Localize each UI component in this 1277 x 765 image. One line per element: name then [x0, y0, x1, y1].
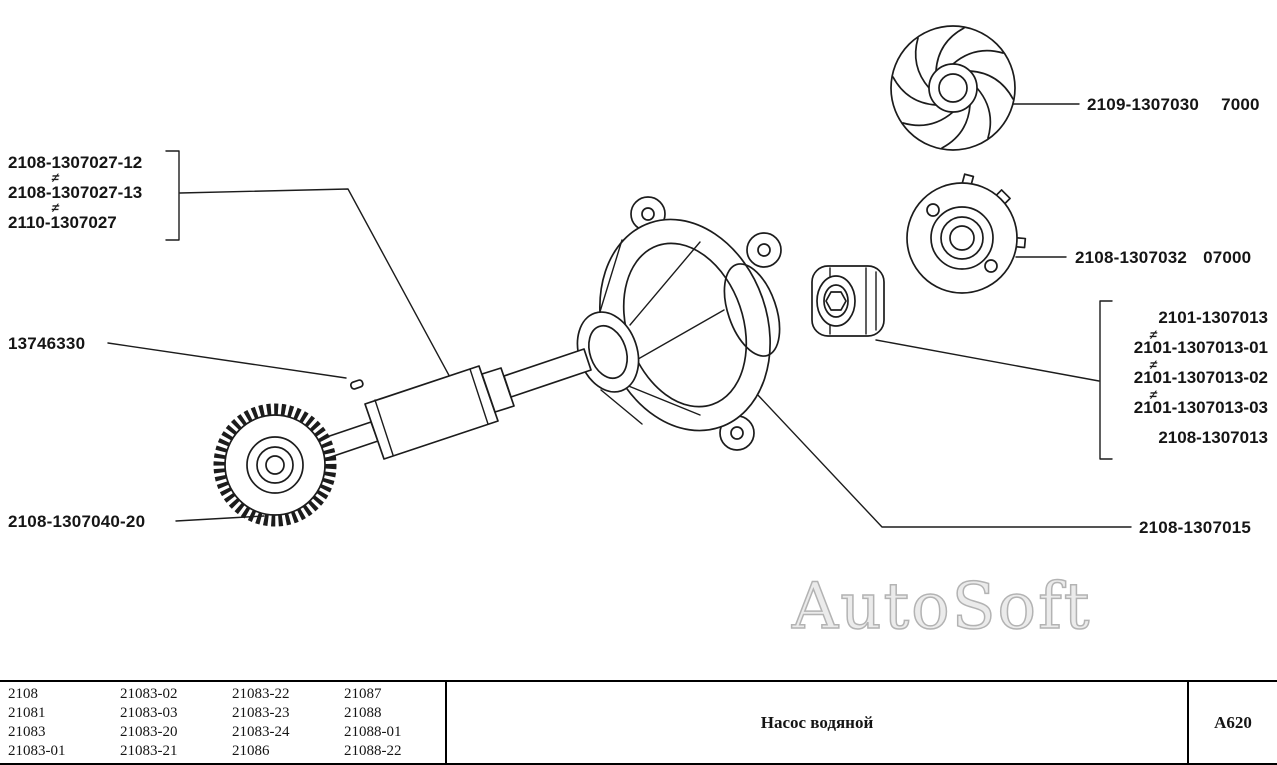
- model-code: 21087: [344, 686, 382, 702]
- part-code: 07000: [1203, 248, 1252, 267]
- part-label[interactable]: 2101-1307013: [1158, 308, 1268, 327]
- section-title: Насос водяной: [760, 712, 874, 732]
- pump-body-drawing: [576, 196, 782, 451]
- model-code: 21088-01: [344, 724, 402, 740]
- part-label[interactable]: 2110-1307027: [8, 213, 117, 232]
- part-label[interactable]: 2108-1307027-12: [8, 153, 143, 172]
- bracket-right: [1099, 300, 1113, 460]
- model-code: 21083-22: [232, 686, 290, 702]
- model-code: 21083-21: [120, 743, 178, 759]
- bracket-left: [165, 150, 180, 241]
- model-code: 21083: [8, 724, 46, 740]
- leader-lines: [107, 103, 1132, 528]
- part-number[interactable]: 2109-1307030: [1087, 95, 1200, 114]
- part-number[interactable]: 2108-1307032: [1075, 248, 1188, 267]
- model-code: 21088: [344, 705, 382, 721]
- nut-drawing: [811, 265, 885, 337]
- gear-drawing: [213, 403, 337, 527]
- applicability-table: 2108 21083-02 21083-22 21087 21081 21083…: [0, 680, 1277, 765]
- nut-part-label-group: 2101-1307013 2101-1307013-01 2101-130701…: [1134, 303, 1268, 453]
- part-label[interactable]: 2101-1307013-02: [1133, 368, 1268, 387]
- part-label[interactable]: 2108-1307013: [1158, 428, 1268, 447]
- part-label-pin[interactable]: 13746330: [8, 334, 86, 353]
- pin-drawing: [349, 379, 364, 390]
- part-label-gear[interactable]: 2108-1307040-20: [8, 512, 146, 531]
- shaft-part-label-group: 2108-1307027-12 2108-1307027-13 2110-130…: [8, 148, 142, 238]
- water-pump-exploded-drawing: [107, 25, 1132, 528]
- model-code: 21088-22: [344, 743, 402, 759]
- part-label[interactable]: 2101-1307013-03: [1133, 398, 1268, 417]
- sheet-code: А620: [1214, 712, 1252, 732]
- model-code: 21081: [8, 705, 46, 721]
- part-label[interactable]: 2101-1307013-01: [1133, 338, 1268, 357]
- part-label-impeller[interactable]: 2109-1307030 7000: [1087, 95, 1260, 115]
- model-code: 21083-23: [232, 705, 290, 721]
- model-code: 21083-02: [120, 686, 178, 702]
- model-code: 21083-20: [120, 724, 178, 740]
- autosoft-watermark: AutoSoft: [791, 569, 1092, 645]
- model-code: 21083-03: [120, 705, 178, 721]
- part-label-hub[interactable]: 2108-1307032 07000: [1075, 248, 1251, 268]
- part-label-body[interactable]: 2108-1307015: [1139, 518, 1252, 537]
- model-code: 21083-24: [232, 724, 290, 740]
- pulley-hub-drawing: [906, 173, 1027, 294]
- part-label[interactable]: 2108-1307027-13: [8, 183, 143, 202]
- model-code: 21083-01: [8, 743, 66, 759]
- impeller-drawing: [890, 25, 1016, 151]
- shaft-bearing-drawing: [299, 348, 592, 466]
- model-list: 2108 21083-02 21083-22 21087 21081 21083…: [0, 682, 447, 763]
- part-code: 7000: [1221, 95, 1260, 114]
- model-code: 2108: [8, 686, 38, 702]
- model-code: 21086: [232, 743, 270, 759]
